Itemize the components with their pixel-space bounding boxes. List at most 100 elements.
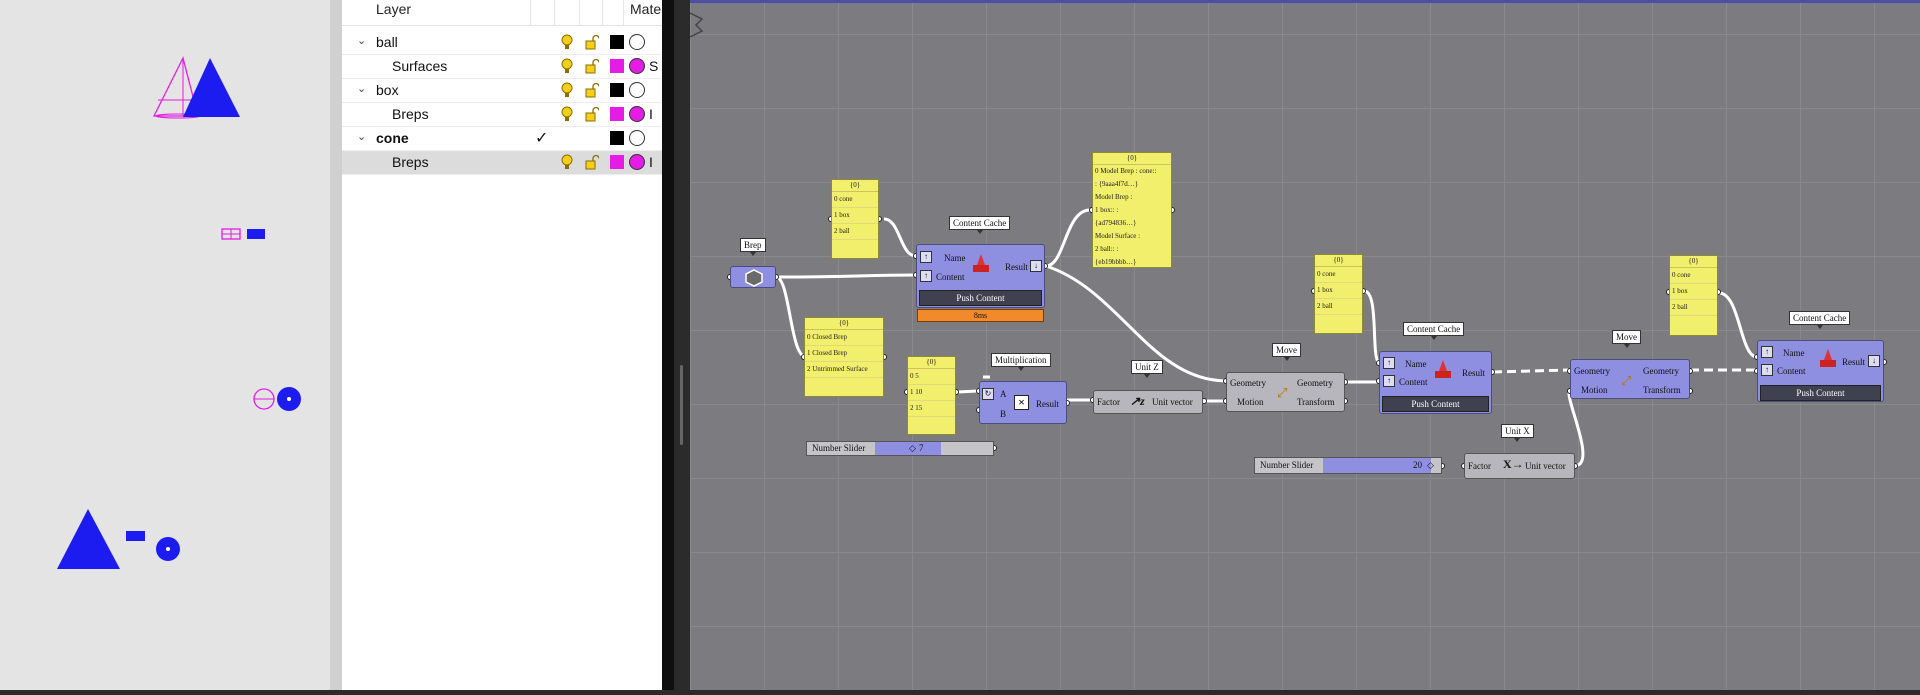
material-swatch[interactable] xyxy=(629,34,645,50)
layer-name[interactable]: cone xyxy=(376,130,409,146)
types-panel[interactable]: {0} 0 Closed Brep 1 Closed Brep 2 Untrim… xyxy=(804,317,884,397)
unit-z-component[interactable]: Factor ↗z Unit vector xyxy=(1093,390,1203,414)
unit-z-icon: ↗z xyxy=(1130,394,1145,408)
layer-row[interactable]: Breps I xyxy=(342,151,662,175)
layer-column-header[interactable]: Layer xyxy=(376,1,412,17)
layer-color-swatch[interactable] xyxy=(610,155,624,169)
cache-icon-2 xyxy=(1435,360,1451,378)
lightbulb-icon[interactable] xyxy=(561,154,573,170)
layer-color-swatch[interactable] xyxy=(610,107,624,121)
model-panel[interactable]: {0} 0 Model Brep : cone:: : {9aaa4f7d…} … xyxy=(1092,152,1172,268)
layer-name[interactable]: Breps xyxy=(392,106,429,122)
lightbulb-icon[interactable] xyxy=(561,34,573,50)
chevron-down-icon[interactable]: ⌄ xyxy=(357,131,367,143)
material-name: I xyxy=(649,154,653,170)
content-cache-3[interactable]: ↑ ↑ Name Content Result ↓ Push Content xyxy=(1757,340,1884,402)
layer-row[interactable]: ⌄ box xyxy=(342,79,662,103)
number-slider-2[interactable]: Number Slider 20 ◇ xyxy=(1254,457,1442,474)
layer-row[interactable]: ⌄ ball xyxy=(342,31,662,55)
result-output-icon-3: ↓ xyxy=(1868,355,1880,367)
push-content-button-1[interactable]: Push Content xyxy=(919,290,1042,306)
material-swatch[interactable] xyxy=(629,82,645,98)
slider-handle-1[interactable]: ◇ xyxy=(909,443,916,453)
unit-x-component[interactable]: Factor X→ Unit vector xyxy=(1464,453,1575,479)
box-shape-icon xyxy=(247,229,265,239)
move-icon-1: ⤢ xyxy=(1277,385,1288,400)
result-output-icon: ↓ xyxy=(1030,260,1042,272)
chevron-down-icon[interactable]: ⌄ xyxy=(357,35,367,47)
content-cache-tag-3: Content Cache xyxy=(1789,311,1851,329)
content-cache-1[interactable]: ↑ ↑ Name Content Result ↓ Push Content xyxy=(916,244,1045,308)
cone-wireframe-icon xyxy=(152,56,205,119)
slider-track-1[interactable] xyxy=(875,442,941,455)
divider-grip[interactable] xyxy=(680,365,683,445)
material-swatch[interactable] xyxy=(629,106,645,122)
numbers-panel[interactable]: {0} 0 5 1 10 2 15 xyxy=(907,356,956,435)
move-component-2[interactable]: Geometry Motion ⤢ Geometry Transform xyxy=(1570,359,1690,399)
lightbulb-icon[interactable] xyxy=(561,106,573,122)
slider-handle-2[interactable]: ◇ xyxy=(1427,460,1434,470)
layer-row[interactable]: ⌄ cone ✓ xyxy=(342,127,662,151)
layer-name[interactable]: ball xyxy=(376,34,398,50)
chevron-down-icon[interactable]: ⌄ xyxy=(357,83,367,95)
material-column-header[interactable]: Mate xyxy=(630,1,662,17)
lightbulb-icon[interactable] xyxy=(561,82,573,98)
cache-icon xyxy=(973,254,989,272)
unlock-icon[interactable] xyxy=(585,59,599,74)
material-name: I xyxy=(649,106,653,122)
unlock-icon[interactable] xyxy=(585,155,599,170)
name-input-icon-2: ↑ xyxy=(1383,357,1395,369)
brep-parameter[interactable] xyxy=(730,266,776,288)
box-moved-icon xyxy=(126,531,145,541)
layer-color-swatch[interactable] xyxy=(610,59,624,73)
unit-z-tag: Unit Z xyxy=(1131,360,1163,378)
layer-color-swatch[interactable] xyxy=(610,35,624,49)
layer-name[interactable]: box xyxy=(376,82,399,98)
multiply-icon: × xyxy=(1014,395,1029,410)
material-swatch[interactable] xyxy=(629,154,645,170)
layer-row[interactable]: Surfaces S xyxy=(342,55,662,79)
material-swatch[interactable] xyxy=(629,58,645,74)
rhino-viewport[interactable] xyxy=(0,0,330,690)
content-input-icon-2: ↑ xyxy=(1383,375,1395,387)
push-content-button-3[interactable]: Push Content xyxy=(1760,385,1881,401)
a-input-icon: ↻ xyxy=(982,388,994,400)
material-name: S xyxy=(649,58,659,74)
layer-color-swatch[interactable] xyxy=(610,131,624,145)
slider-track-2[interactable] xyxy=(1323,458,1431,473)
names-panel-1[interactable]: {0} 0 cone 1 box 2 ball xyxy=(831,179,879,259)
push-content-button-2[interactable]: Push Content xyxy=(1382,396,1489,412)
content-input-icon: ↑ xyxy=(920,270,932,282)
number-slider-1[interactable]: Number Slider ◇ 7 xyxy=(806,441,994,456)
unit-x-icon: X→ xyxy=(1503,457,1524,471)
panel-divider[interactable] xyxy=(662,0,674,690)
unlock-icon[interactable] xyxy=(585,107,599,122)
layer-name[interactable]: Breps xyxy=(392,154,429,170)
unit-x-tag: Unit X xyxy=(1501,424,1534,442)
content-input-icon-3: ↑ xyxy=(1761,364,1773,376)
unlock-icon[interactable] xyxy=(585,83,599,98)
move-component-1[interactable]: Geometry Motion ⤢ Geometry Transform xyxy=(1226,372,1345,412)
sphere-wireframe-icon xyxy=(253,388,275,410)
content-cache-tag-2: Content Cache xyxy=(1403,322,1465,340)
names-panel-3[interactable]: {0} 0 cone 1 box 2 ball xyxy=(1669,255,1718,336)
layer-color-swatch[interactable] xyxy=(610,83,624,97)
unlock-icon[interactable] xyxy=(585,35,599,50)
name-input-icon: ↑ xyxy=(920,251,932,263)
lightbulb-icon[interactable] xyxy=(561,58,573,74)
material-swatch[interactable] xyxy=(629,130,645,146)
current-layer-check-icon[interactable]: ✓ xyxy=(535,130,549,147)
move-icon-2: ⤢ xyxy=(1621,373,1632,388)
multiplication-component[interactable]: ↻ A B × Result xyxy=(979,381,1067,424)
brep-tag: Brep xyxy=(740,238,766,256)
grasshopper-canvas[interactable] xyxy=(690,0,1920,690)
content-cache-2[interactable]: ↑ ↑ Name Content Result Push Content xyxy=(1379,351,1492,414)
layer-name[interactable]: Surfaces xyxy=(392,58,448,74)
cone-shape-icon xyxy=(183,58,240,117)
viewport-edge xyxy=(330,0,342,690)
cone-moved-icon xyxy=(57,509,120,569)
multiplication-tag: Multiplication xyxy=(991,353,1051,371)
names-panel-2[interactable]: {0} 0 cone 1 box 2 ball xyxy=(1314,254,1363,334)
layer-row[interactable]: Breps I xyxy=(342,103,662,127)
